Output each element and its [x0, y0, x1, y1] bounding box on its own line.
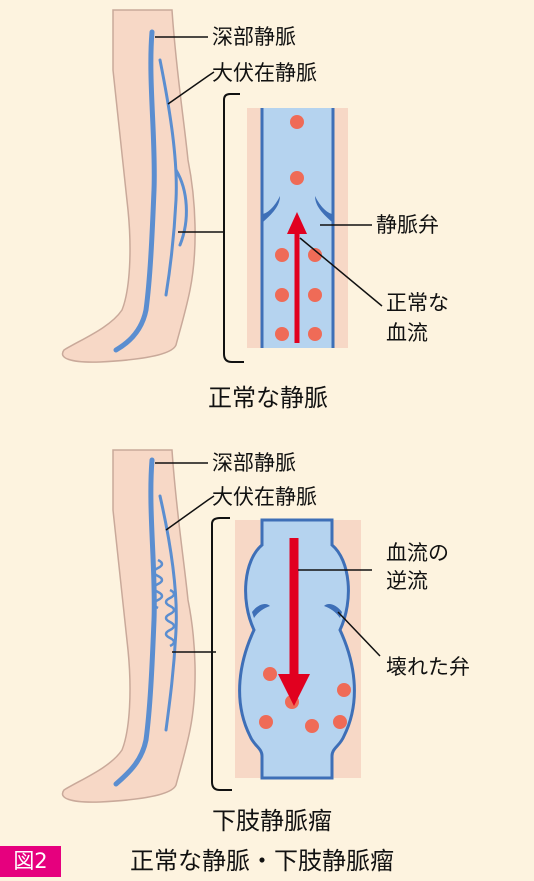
- caption-varicose: 下肢静脈瘤: [212, 806, 332, 836]
- label-reflux-1: 血流の: [386, 540, 449, 566]
- caption-normal-vein: 正常な静脈: [208, 383, 328, 413]
- label-great-saphenous-vein: 大伏在静脈: [212, 60, 317, 86]
- label-deep-vein-2: 深部静脈: [212, 450, 296, 476]
- blood-cell: [337, 683, 351, 697]
- varicose-detail-bracket: [212, 518, 232, 790]
- blood-cell: [263, 667, 277, 681]
- label-great-saphenous-vein-2: 大伏在静脈: [212, 484, 317, 510]
- blood-cell: [275, 327, 289, 341]
- label-reflux-2: 逆流: [386, 568, 428, 594]
- figure-title: 正常な静脈・下肢静脈瘤: [130, 846, 394, 877]
- label-normal-flow-2: 血流: [386, 320, 428, 346]
- label-broken-valve: 壊れた弁: [386, 654, 470, 680]
- label-valve: 静脈弁: [376, 212, 439, 238]
- varicose-vein-detail: [235, 520, 361, 778]
- blood-cell: [290, 115, 304, 129]
- label-normal-flow-1: 正常な: [386, 290, 449, 316]
- blood-cell: [305, 719, 319, 733]
- blood-cell: [259, 715, 273, 729]
- label-deep-vein: 深部静脈: [212, 24, 296, 50]
- blood-cell: [275, 288, 289, 302]
- normal-detail-bracket: [224, 94, 244, 362]
- blood-cell: [308, 327, 322, 341]
- normal-vein-detail: [247, 108, 348, 348]
- blood-cell: [290, 171, 304, 185]
- blood-cell: [308, 288, 322, 302]
- figure-badge: 図2: [0, 846, 61, 877]
- blood-cell: [333, 715, 347, 729]
- blood-cell: [275, 248, 289, 262]
